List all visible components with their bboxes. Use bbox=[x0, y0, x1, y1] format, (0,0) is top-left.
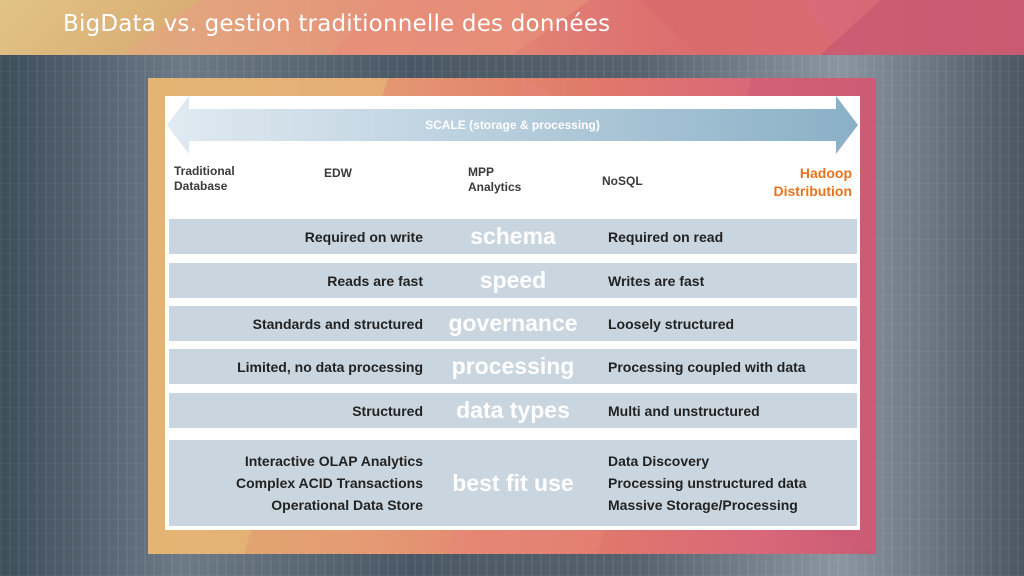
row-best-fit-use: Interactive OLAP Analytics Complex ACID … bbox=[169, 440, 857, 526]
row-category: processing bbox=[451, 353, 575, 379]
column-label-line: Database bbox=[174, 179, 228, 193]
row-right-text: Multi and unstructured bbox=[608, 402, 760, 419]
scale-arrow bbox=[167, 96, 858, 154]
best-fit-right-item: Data Discovery bbox=[608, 453, 710, 469]
row-right-text: Processing coupled with data bbox=[608, 358, 806, 375]
row-left-text: Required on write bbox=[304, 228, 423, 245]
row-category: speed bbox=[479, 267, 547, 293]
column-hadoop-distribution: Hadoop Distribution bbox=[740, 164, 852, 200]
column-label-line: Distribution bbox=[773, 183, 852, 199]
row-right-text: Required on read bbox=[608, 228, 724, 245]
best-fit-right-item: Massive Storage/Processing bbox=[608, 497, 798, 513]
row-right-text: Loosely structured bbox=[608, 315, 735, 332]
best-fit-left-item: Operational Data Store bbox=[271, 497, 423, 513]
row-left-text: Structured bbox=[352, 402, 423, 419]
best-fit-right-item: Processing unstructured data bbox=[608, 475, 807, 491]
row-data-types: Structured data types Multi and unstruct… bbox=[169, 393, 857, 428]
row-left-text: Interactive OLAP Analytics Complex ACID … bbox=[236, 440, 423, 526]
page-title: BigData vs. gestion traditionnelle des d… bbox=[63, 11, 611, 37]
best-fit-left-item: Complex ACID Transactions bbox=[236, 475, 423, 491]
title-bar: BigData vs. gestion traditionnelle des d… bbox=[0, 0, 1024, 55]
column-edw: EDW bbox=[324, 166, 352, 180]
row-left-text: Limited, no data processing bbox=[237, 358, 423, 375]
row-right-text: Writes are fast bbox=[608, 272, 705, 289]
row-left-text: Standards and structured bbox=[252, 315, 423, 332]
row-category: governance bbox=[448, 310, 578, 336]
column-mpp-analytics: MPP Analytics bbox=[468, 165, 521, 195]
best-fit-left-item: Interactive OLAP Analytics bbox=[244, 453, 423, 469]
row-category: schema bbox=[470, 223, 556, 249]
column-nosql: NoSQL bbox=[602, 174, 643, 188]
scale-label: SCALE (storage & processing) bbox=[425, 118, 600, 132]
row-speed: Reads are fast speed Writes are fast bbox=[169, 263, 857, 298]
column-label-line: Traditional bbox=[174, 164, 235, 178]
row-category: data types bbox=[456, 397, 570, 423]
row-schema: Required on write schema Required on rea… bbox=[169, 219, 857, 254]
column-label-line: MPP bbox=[468, 165, 495, 179]
column-label-line: Hadoop bbox=[799, 165, 852, 181]
row-processing: Limited, no data processing processing P… bbox=[169, 349, 857, 384]
row-left-text: Reads are fast bbox=[327, 272, 423, 289]
row-right-text: Data Discovery Processing unstructured d… bbox=[608, 440, 806, 526]
column-traditional-database: Traditional Database bbox=[174, 164, 235, 194]
column-label-line: Analytics bbox=[468, 180, 522, 194]
row-category: best fit use bbox=[452, 469, 574, 496]
row-governance: Standards and structured governance Loos… bbox=[169, 306, 857, 341]
